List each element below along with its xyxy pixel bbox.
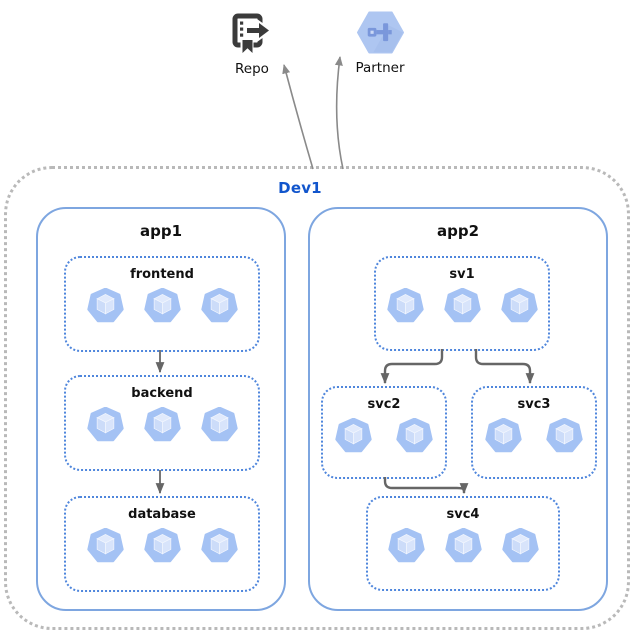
edge-dev1-repo [282,64,314,170]
environment-boundary [4,166,630,630]
pod-icon [200,407,238,442]
pod-icon [335,418,372,453]
pod-icon [86,288,124,323]
app1-label: app1 [139,222,183,240]
pod-row [368,528,558,563]
pod-row [66,288,258,323]
pod-icon [485,418,522,453]
service-label: frontend [130,267,194,282]
partner-hexagon-icon [356,11,404,54]
partner-node: Partner [348,11,412,76]
pod-icon [443,288,481,323]
service-label: database [128,507,196,522]
service-box-svc2: svc2 [321,386,447,479]
repo-book-arrow-icon [232,13,273,55]
pod-icon [501,528,539,563]
pod-icon [86,407,124,442]
service-box-svc4: svc4 [366,496,560,591]
service-label: backend [131,386,193,401]
service-box-backend: backend [64,375,260,471]
pod-icon [143,407,181,442]
service-label: svc2 [367,397,401,412]
service-box-svc3: svc3 [471,386,597,479]
pod-icon [200,288,238,323]
repo-label: Repo [235,61,269,77]
service-box-frontend: frontend [64,256,260,352]
service-label: svc4 [446,507,480,522]
pod-row [66,407,258,442]
pod-icon [546,418,583,453]
pod-row [376,288,548,323]
pod-icon [86,528,124,563]
service-box-database: database [64,496,260,592]
pod-row [473,418,595,453]
pod-icon [143,528,181,563]
pod-row [323,418,445,453]
service-label: svc3 [517,397,551,412]
pod-icon [200,528,238,563]
environment-label: Dev1 [278,179,322,197]
repo-node: Repo [222,13,282,77]
pod-icon [500,288,538,323]
pod-icon [387,528,425,563]
pod-icon [386,288,424,323]
edge-dev1-partner [334,56,344,170]
pod-icon [396,418,433,453]
service-box-sv1: sv1 [374,256,550,351]
pod-icon [444,528,482,563]
pod-row [66,528,258,563]
partner-label: Partner [355,60,405,76]
app2-label: app2 [436,222,480,240]
pod-icon [143,288,181,323]
service-label: sv1 [449,267,475,282]
